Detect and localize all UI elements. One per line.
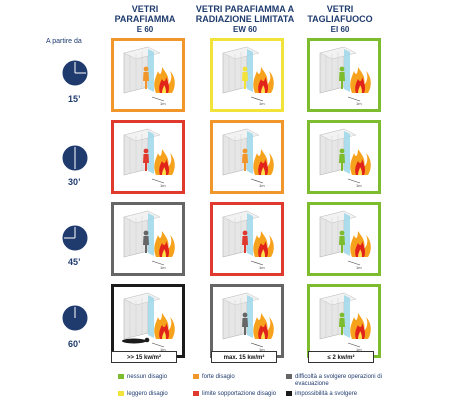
column-code: E 60: [136, 25, 154, 34]
legend-label: limite sopportazione disagio: [202, 391, 277, 397]
svg-text:1m: 1m: [356, 183, 362, 188]
svg-text:1m: 1m: [160, 101, 166, 106]
svg-text:1m: 1m: [259, 265, 265, 270]
legend-swatch-red: [193, 391, 199, 396]
column-header-ei60: VETRI TAGLIAFUOCO EI 60: [295, 4, 385, 35]
clock-icon: [62, 305, 88, 331]
column-title-line2: PARAFIAMMA: [114, 14, 176, 24]
legend-swatch-grey: [286, 374, 292, 379]
a-partire-da-label: A partire da: [46, 38, 82, 45]
legend-swatch-green: [118, 374, 124, 379]
legend-label: leggero disagio: [127, 391, 168, 397]
svg-text:1m: 1m: [259, 347, 265, 352]
scenario-tile: 1m: [210, 284, 284, 358]
svg-text:1m: 1m: [160, 347, 166, 352]
flux-box-ei60: ≤ 2 kw/m²: [308, 351, 374, 363]
svg-text:1m: 1m: [259, 183, 265, 188]
flux-box-ew60: max. 15 kw/m²: [211, 351, 277, 363]
legend-swatch-black: [286, 391, 292, 396]
scenario-tile: 1m: [210, 38, 284, 112]
svg-text:1m: 1m: [356, 101, 362, 106]
svg-text:1m: 1m: [160, 183, 166, 188]
clock-icon: [62, 60, 88, 86]
scenario-tile: 1m: [210, 202, 284, 276]
legend-swatch-orange: [193, 374, 199, 379]
legend-label: difficoltà a svolgere operazioni di evac…: [295, 374, 382, 387]
scenario-tile: 1m: [307, 38, 381, 112]
scenario-tile: 1m: [307, 202, 381, 276]
svg-text:1m: 1m: [356, 347, 362, 352]
column-code: EW 60: [232, 25, 257, 34]
time-label: 60’: [68, 339, 81, 349]
column-title-line2: TAGLIAFUOCO: [307, 14, 373, 24]
column-title-line1: VETRI PARAFIAMMA A: [195, 4, 295, 14]
column-title-line2: RADIAZIONE LIMITATA: [195, 14, 295, 24]
clock-icon: [62, 145, 88, 171]
legend-swatch-yellow: [118, 391, 124, 396]
column-title-line1: VETRI: [131, 4, 159, 14]
time-label: 15’: [68, 94, 81, 104]
time-label: 30’: [68, 177, 81, 187]
scenario-tile: 1m: [210, 120, 284, 194]
scenario-tile: 1m: [307, 284, 381, 358]
clock-icon: [62, 225, 88, 251]
flux-box-e60: >> 15 kw/m²: [111, 351, 177, 363]
scenario-tile: 1m: [111, 120, 185, 194]
column-header-e60: VETRI PARAFIAMMA E 60: [100, 4, 190, 35]
legend-label: nessun disagio: [127, 374, 168, 380]
column-title-line1: VETRI: [326, 4, 354, 14]
time-label: 45’: [68, 257, 81, 267]
scenario-tile: 1m: [111, 38, 185, 112]
scenario-tile: 1m: [111, 202, 185, 276]
scenario-tile: 1m: [111, 284, 185, 358]
legend-label: forte disagio: [202, 374, 235, 380]
column-code: EI 60: [330, 25, 350, 34]
svg-text:1m: 1m: [356, 265, 362, 270]
svg-text:1m: 1m: [259, 101, 265, 106]
legend-label: impossibilità a svolgere: [295, 391, 358, 397]
svg-text:1m: 1m: [160, 265, 166, 270]
column-header-ew60: VETRI PARAFIAMMA A RADIAZIONE LIMITATA E…: [190, 4, 300, 35]
scenario-tile: 1m: [307, 120, 381, 194]
